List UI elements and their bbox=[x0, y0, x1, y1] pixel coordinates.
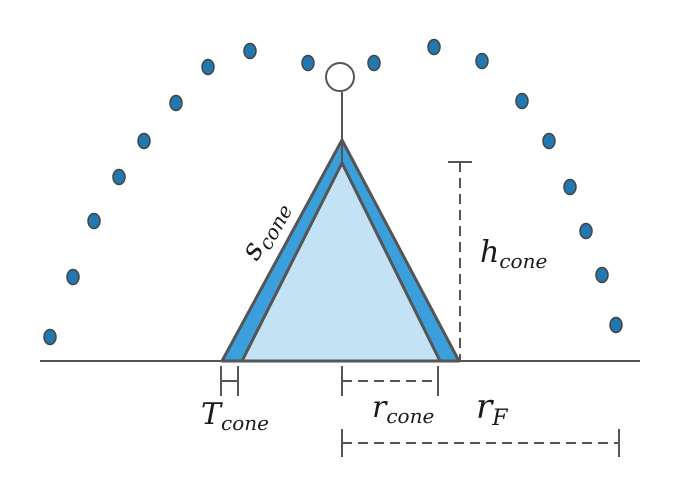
arc-dot bbox=[66, 268, 80, 286]
height-label: hcone bbox=[480, 235, 547, 273]
thickness-dimension bbox=[220, 366, 239, 396]
field-radius-label: rF bbox=[476, 387, 508, 431]
arc-dot bbox=[43, 328, 57, 346]
arc-dot bbox=[475, 52, 489, 70]
arc-dot bbox=[367, 54, 381, 72]
arc-dot bbox=[301, 54, 315, 72]
arc-dot bbox=[563, 178, 577, 196]
arc-dot bbox=[137, 132, 151, 150]
arc-dot bbox=[427, 38, 441, 56]
arc-dot bbox=[87, 212, 101, 230]
arc-dot bbox=[609, 316, 623, 334]
arc-dot bbox=[243, 42, 257, 60]
cone-interior bbox=[240, 161, 442, 363]
thickness-label: Tcone bbox=[201, 397, 269, 435]
arc-dot bbox=[579, 222, 593, 240]
field-radius-dimension bbox=[341, 429, 620, 457]
arc-dot bbox=[201, 58, 215, 76]
dots-arc bbox=[43, 38, 623, 346]
height-dimension bbox=[448, 161, 472, 361]
arc-dot bbox=[595, 266, 609, 284]
arc-dot bbox=[169, 94, 183, 112]
arc-dot bbox=[515, 92, 529, 110]
radius-dimension bbox=[341, 366, 439, 396]
arc-dot bbox=[542, 132, 556, 150]
radius-label: rcone bbox=[372, 390, 434, 428]
arc-dot bbox=[112, 168, 126, 186]
apex-circle bbox=[325, 62, 355, 92]
